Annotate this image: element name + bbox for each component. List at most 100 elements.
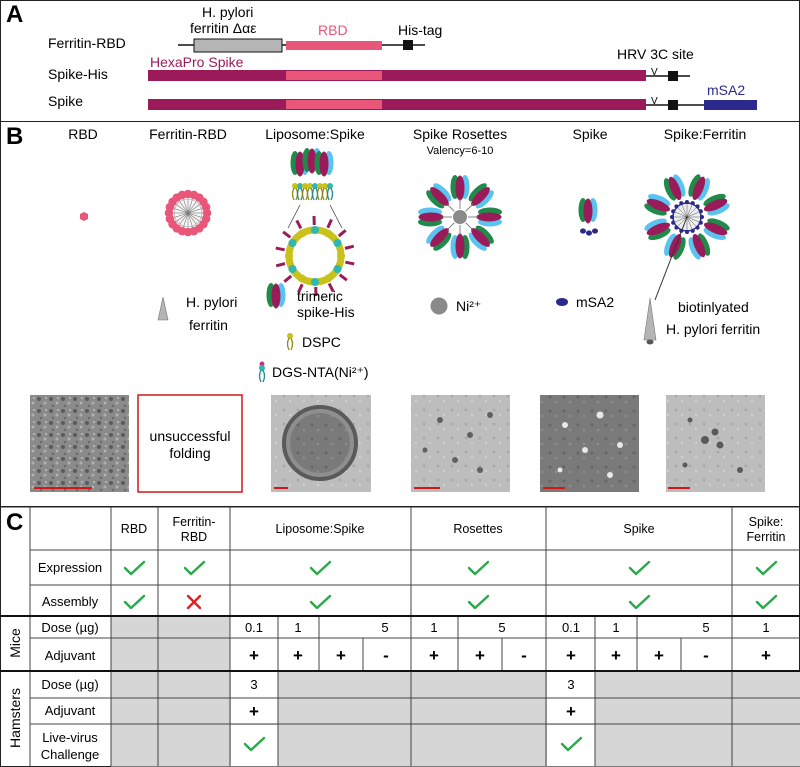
msa2-bead bbox=[695, 204, 700, 209]
row-challenge-1: Live-virus bbox=[42, 730, 98, 745]
group-hamsters: Hamsters bbox=[7, 688, 23, 748]
hpylori-label-2: ferritin Δαε bbox=[190, 20, 256, 36]
shaded-cells bbox=[111, 616, 800, 767]
msa2-bead bbox=[670, 215, 674, 219]
mice-dose-value: 5 bbox=[381, 620, 388, 635]
hrv-v-1: V bbox=[651, 67, 658, 78]
spike-tag bbox=[668, 100, 678, 110]
ferritin-spoke bbox=[187, 212, 202, 218]
rbd-monomer-icon bbox=[80, 212, 88, 221]
lipid-head bbox=[298, 229, 306, 238]
ferritin-domain bbox=[193, 38, 283, 53]
mice-dose-value: 1 bbox=[430, 620, 437, 635]
ferritin-spoke bbox=[187, 212, 193, 227]
lipid-head bbox=[288, 265, 297, 273]
rbd-petal bbox=[201, 202, 211, 212]
mice-adjuvant-value: + bbox=[429, 646, 439, 665]
ferritin-spoke bbox=[686, 211, 701, 218]
mice-adjuvant-value: + bbox=[475, 646, 485, 665]
title-rbd: RBD bbox=[68, 126, 98, 142]
ferritin-spoke bbox=[179, 212, 189, 225]
mice-dose-value: 1 bbox=[762, 620, 769, 635]
panel-a: A Ferritin-RBD Spike-His Spike H. pylori… bbox=[0, 0, 800, 122]
mice-adjuvant-value: + bbox=[761, 646, 771, 665]
msa2-bead bbox=[690, 201, 695, 206]
legend-hpylori-1: H. pylori bbox=[186, 294, 237, 310]
mice-dose-value: 0.1 bbox=[245, 620, 263, 635]
ferritin-spoke bbox=[176, 204, 189, 214]
legend-trimeric-2: spike-His bbox=[297, 304, 355, 320]
challenge-mark bbox=[560, 736, 583, 752]
ferritin-spoke bbox=[187, 212, 197, 225]
legend-ni: Ni²⁺ bbox=[456, 298, 481, 314]
em-image-rosettes bbox=[411, 395, 510, 492]
row-mice-adjuvant: Adjuvant bbox=[45, 648, 96, 663]
header-liposome-spike: Liposome:Spike bbox=[276, 522, 365, 536]
dgs-nta-icon bbox=[258, 361, 266, 383]
row-hamster-adjuvant: Adjuvant bbox=[45, 703, 96, 718]
table-grid-thick bbox=[0, 615, 800, 672]
msa2-bead bbox=[698, 220, 703, 225]
ferritin-spoke bbox=[686, 206, 698, 218]
unsuccessful-folding-box bbox=[137, 394, 243, 493]
lipid-head bbox=[333, 239, 342, 247]
ferritin-spoke bbox=[174, 212, 189, 218]
expression-mark bbox=[309, 560, 332, 576]
rbd-domain bbox=[286, 41, 382, 50]
assembly-mark bbox=[628, 594, 651, 610]
lipid-head bbox=[333, 265, 342, 273]
surface-spike bbox=[275, 246, 285, 252]
msa2-bead bbox=[674, 204, 679, 209]
ferritin-spoke bbox=[187, 204, 200, 214]
table-grid bbox=[29, 507, 800, 766]
expression-mark bbox=[123, 560, 146, 576]
spike-his-rbd bbox=[286, 71, 382, 80]
mice-dose-value: 5 bbox=[498, 620, 505, 635]
mice-adjuvant-value: + bbox=[293, 646, 303, 665]
mice-dose-value: 1 bbox=[294, 620, 301, 635]
ferritin-spoke bbox=[187, 201, 197, 214]
msa2-bead bbox=[685, 230, 689, 234]
spike-ferritin-pointer bbox=[654, 216, 688, 301]
ferritin-spoke bbox=[676, 216, 688, 228]
expression-mark bbox=[755, 560, 778, 576]
ferritin-spoke bbox=[183, 212, 189, 227]
hrv-v-2: V bbox=[651, 96, 658, 107]
assembly-mark bbox=[467, 594, 490, 610]
biotinylated-ferritin-icon bbox=[643, 297, 657, 345]
surface-spike bbox=[297, 283, 304, 294]
ferritin-spoke bbox=[681, 203, 688, 218]
rosette-spike bbox=[468, 207, 502, 227]
trimeric-spike-icon bbox=[266, 283, 286, 309]
ferritin-spoke bbox=[187, 199, 193, 214]
expression-mark bbox=[183, 560, 206, 576]
legend-dspc: DSPC bbox=[302, 334, 341, 350]
rbd-label: RBD bbox=[318, 22, 348, 38]
row-mice-dose: Dose (µg) bbox=[41, 620, 98, 635]
msa2-bead bbox=[685, 200, 689, 204]
row-expression: Expression bbox=[38, 560, 102, 575]
ferritin-spoke bbox=[673, 211, 688, 218]
spike-rbd bbox=[286, 100, 382, 109]
ferritin-spoke bbox=[673, 216, 688, 223]
ferritin-spoke bbox=[686, 216, 698, 228]
mice-adjuvant-value: - bbox=[383, 646, 389, 665]
histag-box bbox=[403, 40, 413, 50]
legend-biotin-1: biotinlyated bbox=[678, 299, 749, 315]
lipid-head bbox=[324, 274, 332, 283]
lipid-head bbox=[285, 252, 293, 260]
lipid-head bbox=[288, 239, 297, 247]
msa2-bead bbox=[695, 225, 700, 230]
mice-dose-value: 0.1 bbox=[562, 620, 580, 635]
surface-spike bbox=[345, 260, 355, 266]
surface-spike bbox=[344, 244, 355, 250]
panel-c-letter: C bbox=[6, 509, 23, 536]
ferritin-spoke bbox=[686, 216, 701, 223]
rosette-spike bbox=[418, 207, 452, 227]
lipid-head bbox=[311, 226, 319, 234]
surface-spike bbox=[295, 219, 303, 230]
ferritin-spoke bbox=[187, 212, 200, 222]
row-challenge-2: Challenge bbox=[41, 747, 100, 762]
label-spike: Spike bbox=[48, 93, 83, 109]
